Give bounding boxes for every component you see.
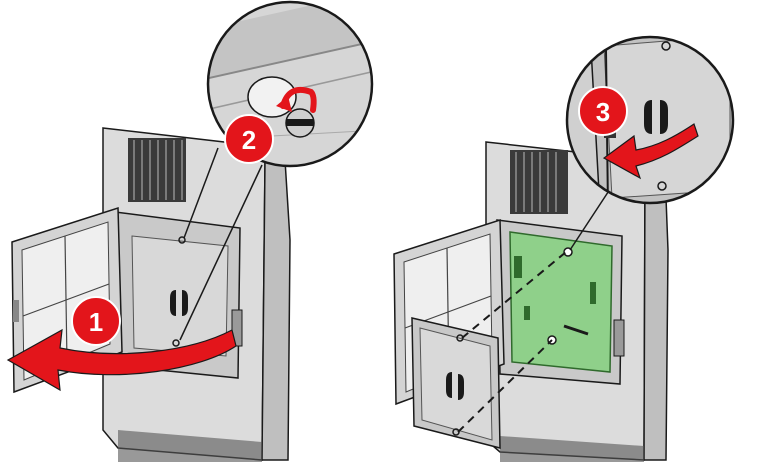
right-illustration: 3 [393,35,735,462]
step-number-1: 1 [89,307,103,337]
shield-latch-icon [170,290,188,316]
thumbscrew-icon [285,108,315,138]
step-number-3: 3 [596,97,610,127]
shield-latch-icon-right [446,372,464,400]
vent-grille-right [510,150,568,214]
step-badge-2: 2 [224,114,274,164]
removed-shield-plate [411,317,501,449]
left-illustration: 1 2 [6,0,374,462]
rotate-arrow-icon [280,86,317,113]
open-door-arrow-icon [6,328,237,392]
step-number-2: 2 [242,125,256,155]
top-screw-left [178,236,186,244]
bottom-screw-left [172,339,180,347]
step-badge-3: 3 [578,86,628,136]
vent-grille-left [128,138,186,202]
shield-latch-icon-zoom [644,100,668,134]
magnified-callout-right [565,35,735,205]
printer-body-left [102,127,291,462]
step-badge-1: 1 [71,296,121,346]
remove-shield-arrow-icon [602,123,699,180]
alignment-dashed-lines [457,251,567,433]
system-board [509,231,613,373]
callout-lines-left [179,147,263,341]
printer-body-right [485,141,669,462]
